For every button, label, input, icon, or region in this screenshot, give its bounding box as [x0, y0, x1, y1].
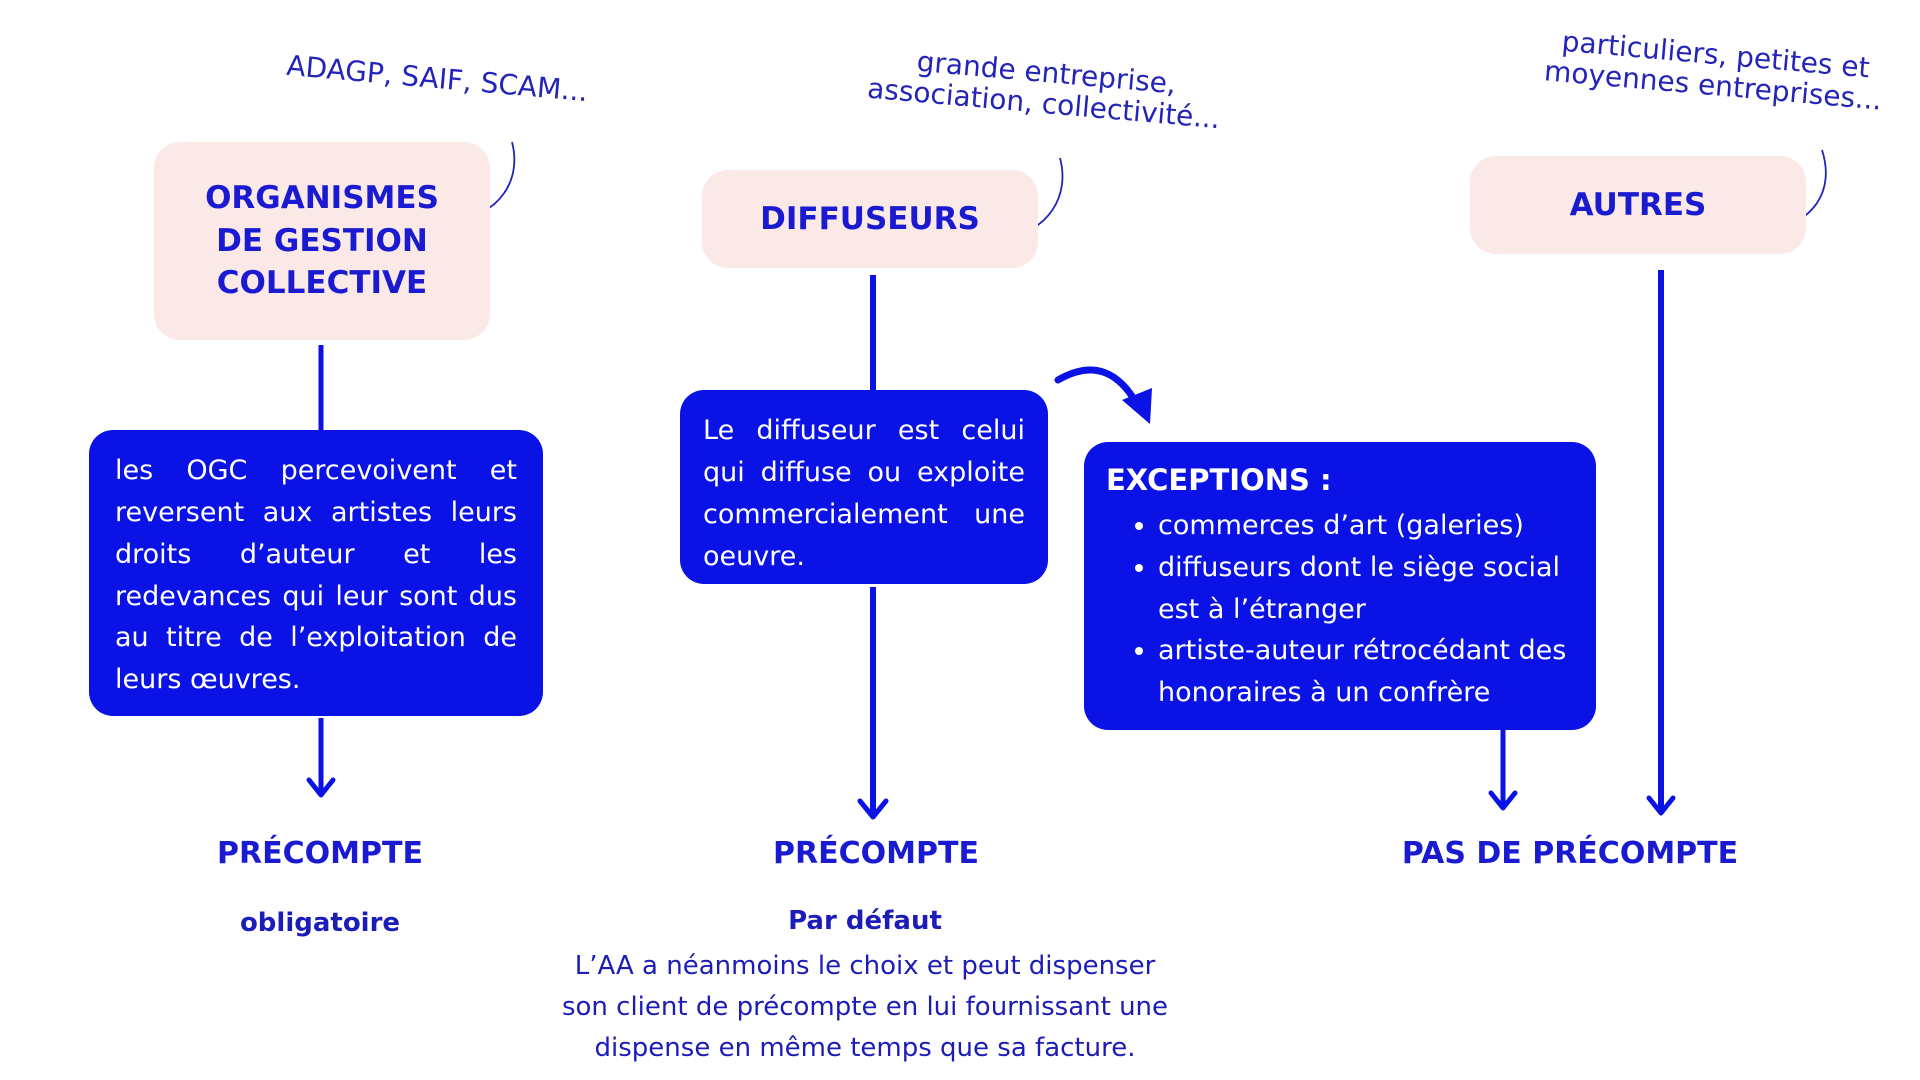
autres-header-label: AUTRES [1569, 186, 1707, 223]
exceptions-arrowhead [1488, 790, 1518, 811]
ogc-header-line-3: COLLECTIVE [216, 265, 428, 302]
diffuseurs-description-text: Le diffuseur est celui qui diffuse ou ex… [703, 415, 1025, 572]
exception-item: diffuseurs dont le siège social est à l’… [1158, 547, 1574, 631]
exceptions-box: EXCEPTIONS : commerces d’art (galeries) … [1084, 442, 1596, 730]
ogc-arrowhead [306, 777, 336, 798]
autres-header-box: AUTRES [1470, 156, 1806, 254]
diffuseurs-result-explanation: L’AA a néanmoins le choix et peut dispen… [530, 946, 1200, 1069]
ogc-description-box: les OGC percevoivent et reversent aux ar… [89, 430, 543, 716]
exception-item: artiste-auteur rétrocédant des honoraire… [1158, 630, 1574, 714]
ogc-result-label: PRÉCOMPTE [217, 836, 423, 871]
ogc-header-line-2: DE GESTION [216, 222, 428, 259]
diffuseurs-header-label: DIFFUSEURS [760, 200, 980, 237]
exception-item: commerces d’art (galeries) [1158, 505, 1574, 547]
exceptions-curved-arrowhead [1122, 388, 1152, 424]
ogc-header-line-1: ORGANISMES [205, 179, 439, 216]
exceptions-title: EXCEPTIONS : [1106, 463, 1332, 497]
diffuseurs-header-box: DIFFUSEURS [702, 170, 1038, 268]
explanation-line: son client de précompte en lui fournissa… [561, 992, 1169, 1023]
explanation-line: L’AA a néanmoins le choix et peut dispen… [574, 951, 1156, 981]
diffuseurs-description-box: Le diffuseur est celui qui diffuse ou ex… [680, 390, 1048, 584]
ogc-description-text: les OGC percevoivent et reversent aux ar… [115, 455, 517, 696]
exceptions-list: commerces d’art (galeries) diffuseurs do… [1106, 505, 1574, 714]
diffuseurs-arrowhead [857, 798, 889, 820]
diffuseurs-result-detail: Par défaut [788, 906, 942, 936]
ogc-result-detail: obligatoire [239, 908, 401, 938]
autres-result-label: PAS DE PRÉCOMPTE [1401, 836, 1739, 871]
autres-arrowhead [1646, 795, 1676, 816]
diffuseurs-result-label: PRÉCOMPTE [773, 836, 979, 871]
ogc-header-box: ORGANISMES DE GESTION COLLECTIVE [154, 142, 490, 340]
explanation-line: dispense en même temps que sa facture. [594, 1033, 1136, 1064]
